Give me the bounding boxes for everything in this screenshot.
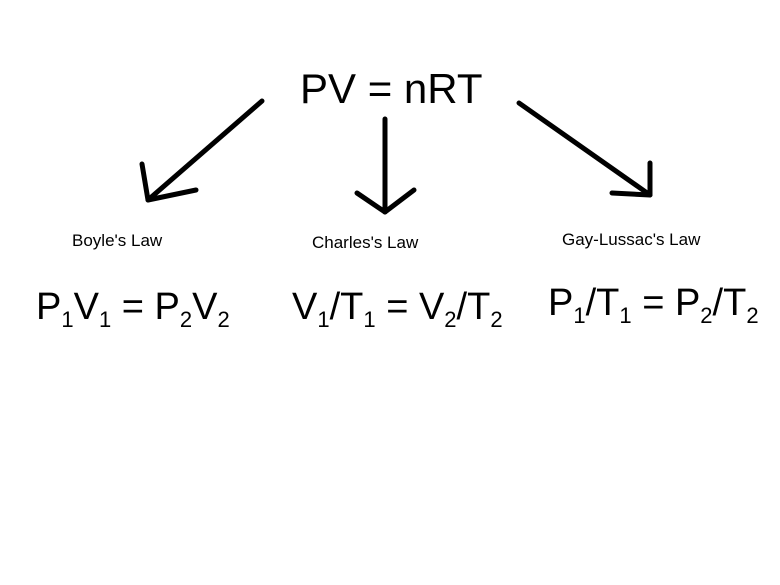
formula-subscript: 2: [490, 307, 503, 332]
formula-term: V: [292, 286, 318, 328]
formula-subscript: 1: [98, 307, 112, 332]
arrow-to-gay-lussac-law: [516, 100, 653, 198]
formula-term: V: [73, 286, 99, 328]
formula-subscript: 1: [619, 303, 632, 328]
formula-subscript: 1: [573, 303, 586, 328]
gay-lussac-law-formula: P1/T1 = P2/T2: [548, 280, 759, 327]
formula-term: = P: [631, 282, 701, 324]
formula-term: /T: [585, 282, 620, 324]
boyles-law-label: Boyle's Law: [72, 231, 163, 250]
formula-subscript: 2: [179, 307, 193, 332]
charles-law-formula: V1/T1 = V2/T2: [292, 284, 503, 331]
formula-term: P: [548, 282, 574, 324]
gay-lussac-law-label: Gay-Lussac's Law: [562, 230, 701, 249]
charles-law-label: Charles's Law: [312, 233, 419, 252]
formula-term: = P: [111, 286, 180, 328]
formula-subscript: 2: [444, 307, 457, 332]
formula-subscript: 2: [217, 307, 230, 332]
formula-term: V: [192, 286, 218, 328]
formula-term: /T: [329, 286, 364, 328]
formula-term: = V: [375, 286, 445, 328]
ideal-gas-law: PV = nRT: [300, 65, 483, 112]
formula-subscript: 2: [746, 303, 759, 328]
formula-subscript: 2: [700, 303, 713, 328]
formula-subscript: 1: [317, 307, 330, 332]
arrow-to-charles-law: [354, 116, 417, 215]
formula-term: /T: [712, 282, 747, 324]
boyles-law-formula: P1V1 = P2V2: [36, 284, 230, 331]
formula-subscript: 1: [363, 307, 376, 332]
formula-term: P: [36, 286, 62, 328]
arrow-to-boyles-law: [139, 98, 265, 203]
formula-subscript: 1: [61, 307, 74, 332]
formula-term: /T: [456, 286, 491, 328]
